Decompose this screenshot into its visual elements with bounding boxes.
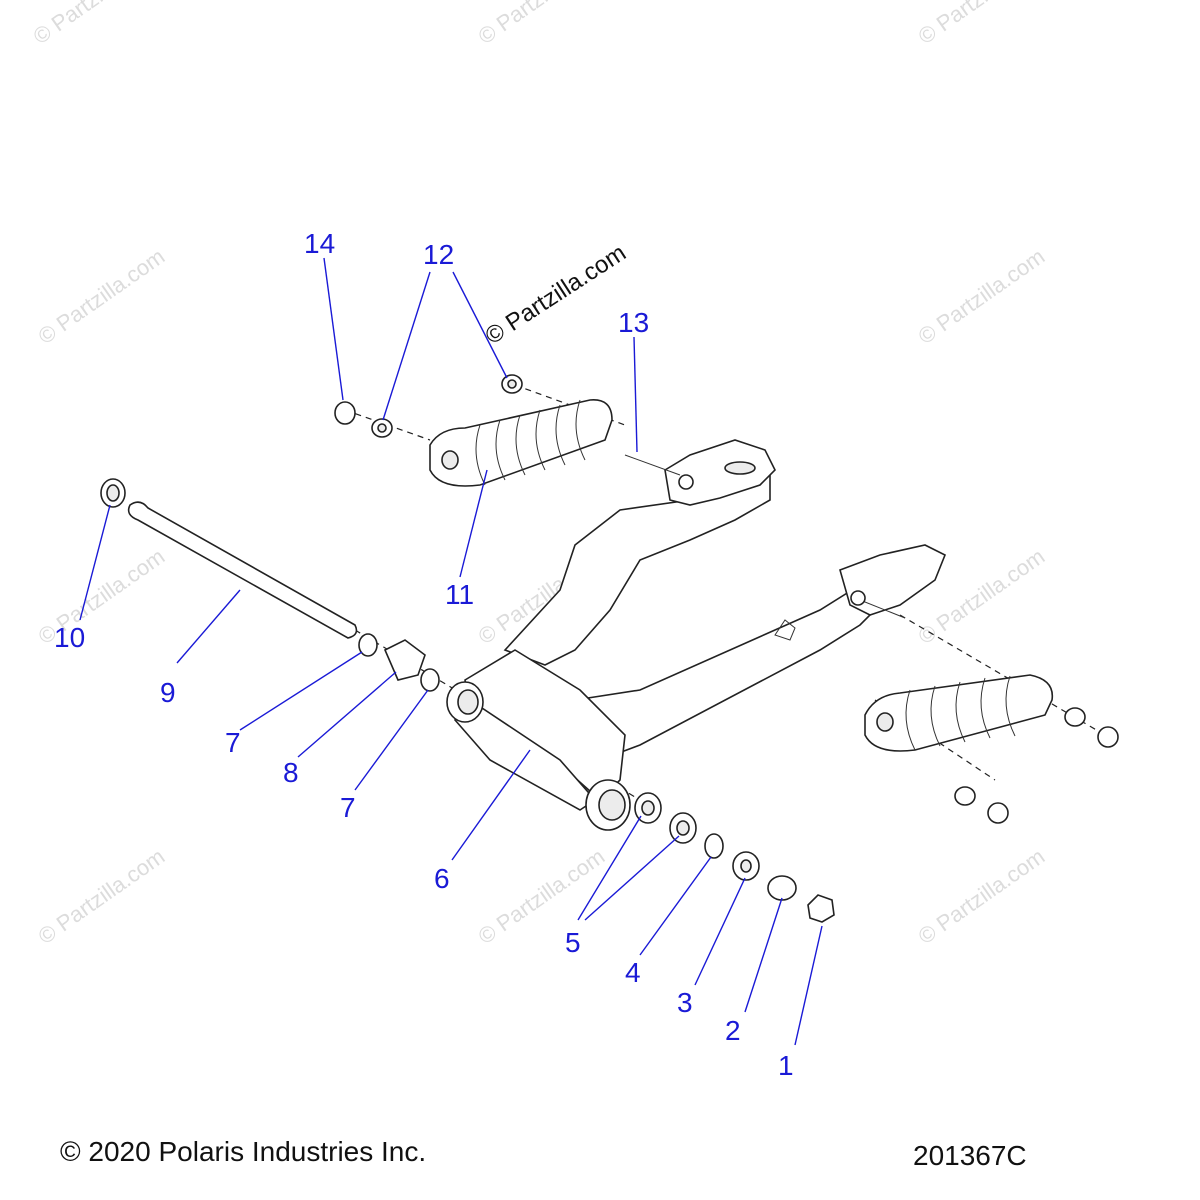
callout-12: 12 — [423, 239, 454, 270]
hardware-parts — [100, 374, 1119, 923]
watermark: © Partzilla.com — [474, 844, 610, 950]
callout-9: 9 — [160, 677, 176, 708]
watermark: © Partzilla.com — [34, 844, 170, 950]
callout-10: 10 — [54, 622, 85, 653]
watermark: © Partzilla.com — [914, 844, 1050, 950]
callout-1: 1 — [778, 1050, 794, 1081]
swing-arm — [446, 439, 947, 831]
callouts: 1 2 3 4 5 6 7 7 8 9 10 11 12 13 14 — [54, 228, 794, 1081]
callout-8: 8 — [283, 757, 299, 788]
callout-14: 14 — [304, 228, 335, 259]
callout-6: 6 — [434, 863, 450, 894]
watermark: © Partzilla.com — [914, 244, 1050, 350]
callout-11: 11 — [445, 579, 474, 610]
lower-shock-absorber — [864, 674, 1054, 752]
callout-13: 13 — [618, 307, 649, 338]
upper-shock-absorber — [429, 399, 613, 487]
callout-7: 7 — [225, 727, 241, 758]
leader-lines — [79, 257, 823, 1046]
watermark-main: © Partzilla.com — [481, 239, 631, 350]
callout-3: 3 — [677, 987, 693, 1018]
callout-4: 4 — [625, 957, 641, 988]
callout-7-second: 7 — [340, 792, 356, 823]
copyright-notice: © 2020 Polaris Industries Inc. — [60, 1136, 427, 1167]
drawing-number: 201367C — [913, 1140, 1027, 1171]
callout-2: 2 — [725, 1015, 741, 1046]
watermark: © Partzilla.com — [914, 0, 1050, 49]
watermark: © Partzilla.com — [29, 0, 165, 49]
watermark-layer: © Partzilla.com © Partzilla.com © Partzi… — [29, 0, 1050, 949]
callout-5: 5 — [565, 927, 581, 958]
watermark: © Partzilla.com — [34, 244, 170, 350]
watermark: © Partzilla.com — [474, 0, 610, 49]
